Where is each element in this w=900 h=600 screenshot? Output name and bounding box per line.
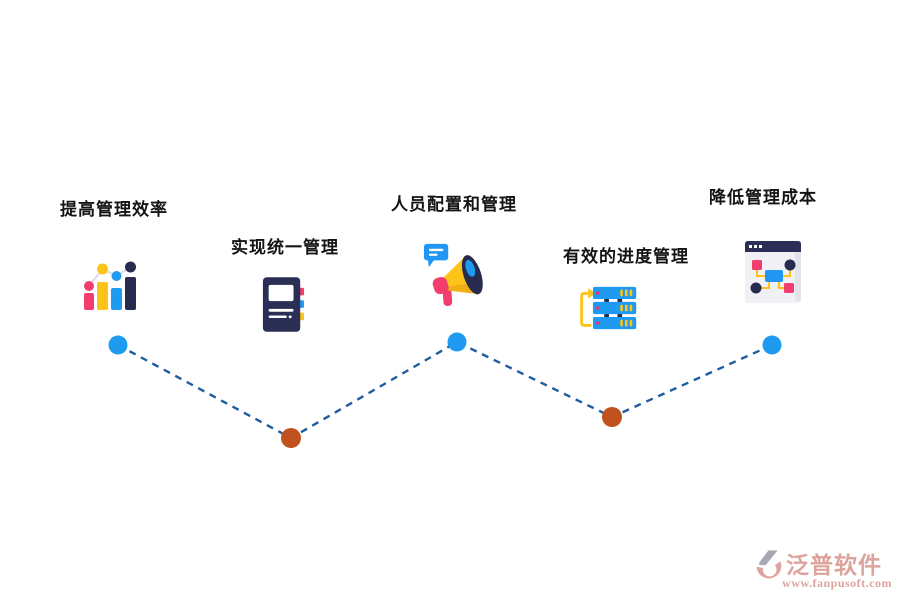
fanpu-logo-icon bbox=[756, 550, 782, 579]
item-label-4: 有效的进度管理 bbox=[563, 247, 689, 266]
bar-chart-icon bbox=[84, 261, 136, 310]
browser-flowchart-icon bbox=[745, 241, 801, 303]
brand-name: 泛普软件 bbox=[786, 552, 882, 578]
item-label-1: 提高管理效率 bbox=[60, 200, 168, 219]
notebook-icon bbox=[262, 277, 305, 332]
brand-watermark: 泛普软件 www.fanpusoft.com bbox=[752, 548, 892, 592]
node-dot-3 bbox=[447, 332, 467, 352]
node-dot-4 bbox=[602, 407, 622, 427]
zigzag-dashed-line bbox=[117, 340, 773, 440]
server-stack-icon bbox=[580, 286, 637, 330]
item-label-5: 降低管理成本 bbox=[709, 188, 817, 207]
brand-url: www.fanpusoft.com bbox=[782, 576, 892, 590]
megaphone-icon bbox=[423, 243, 483, 306]
node-dot-1 bbox=[108, 335, 128, 355]
item-label-3: 人员配置和管理 bbox=[391, 195, 517, 214]
item-label-2: 实现统一管理 bbox=[231, 238, 339, 257]
node-dot-5 bbox=[762, 335, 782, 355]
node-dot-2 bbox=[281, 428, 301, 448]
